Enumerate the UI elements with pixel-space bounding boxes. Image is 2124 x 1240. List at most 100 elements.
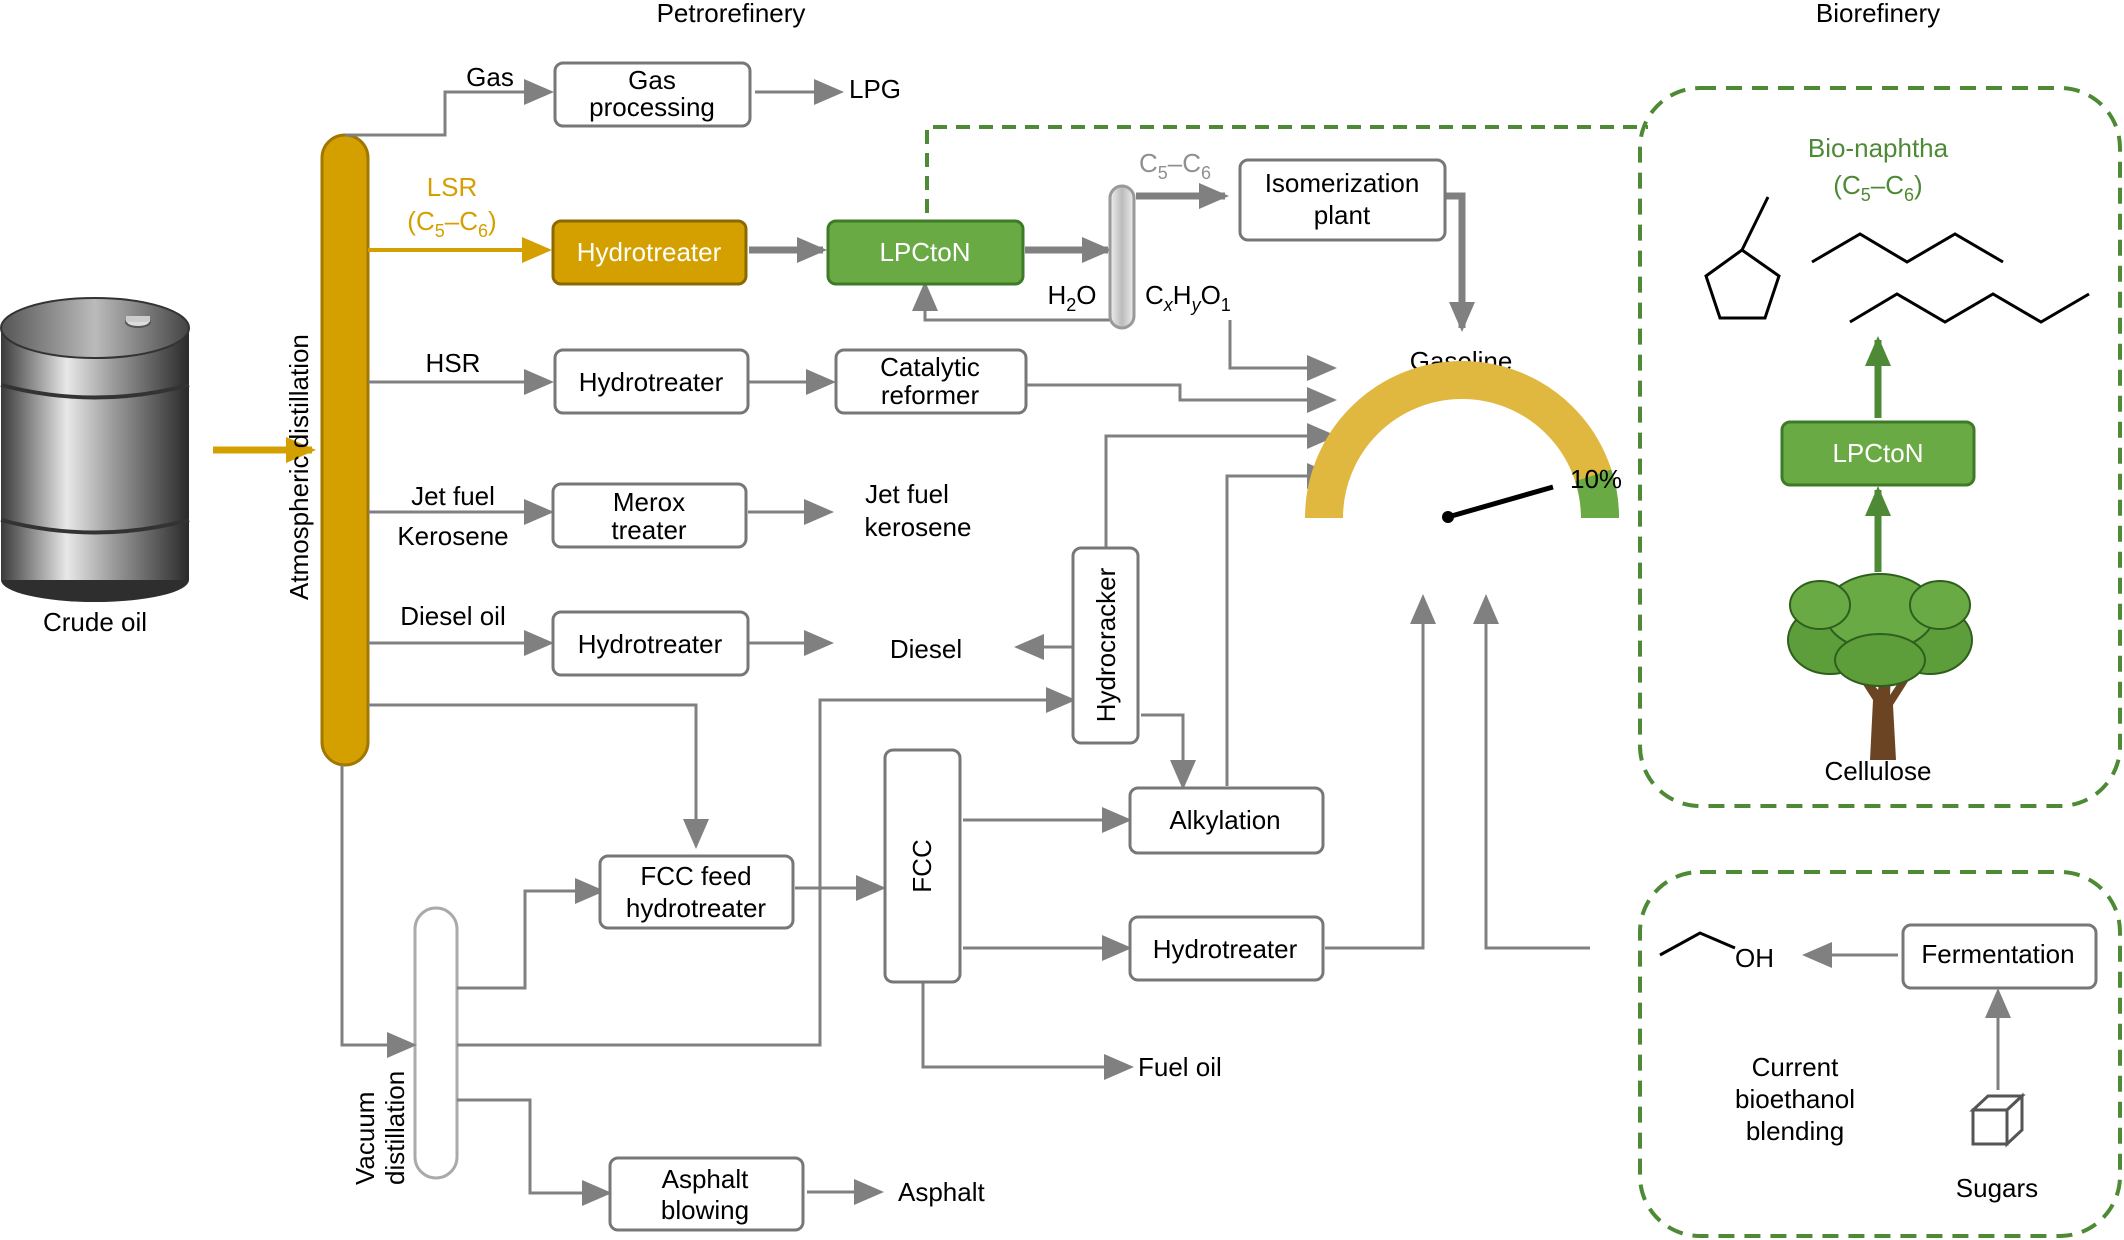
hydrocracker-unit: Hydrocracker [1071,546,1140,745]
cxhyo1-label: CxHyO1 [1145,280,1231,315]
lsr-range-label: (C5–C6) [407,206,496,241]
kerosene-product-label: kerosene [865,512,972,542]
sugar-cube-icon [1969,1092,2026,1148]
fcc-unit: FCC [883,748,962,984]
gas-processing-unit: Gas processing [553,61,752,128]
fcc-feed-hydrotreater-unit: FCC feed hydrotreater [598,854,795,930]
isomerization-label: Isomerization [1265,168,1420,198]
gas-line [345,79,554,137]
c5c6-stream-label: C5–C6 [1139,148,1211,183]
diesel-hydrotreater-unit: Hydrotreater [551,610,750,677]
alkylation-to-gasoline-line [1225,463,1337,786]
hexane-structure-icon [1849,292,2090,324]
ethanol-structure-icon [1659,931,1736,957]
biorefinery-heading: Biorefinery [1816,0,1940,28]
lpcton-biorefinery-link [925,125,1648,213]
hydrocracker-to-alkylation-line [1141,713,1196,790]
gas-processing-label-2: processing [589,92,715,122]
current-label: Current [1752,1052,1839,1082]
diesel-product-label: Diesel [890,634,962,664]
gauge-base-arc [1305,361,1619,519]
alkylation-unit: Alkylation [1128,786,1325,855]
hsr-hydrotreater-label: Hydrotreater [579,367,724,397]
methylcyclopentane-structure-icon [1704,196,1781,320]
atmospheric-distillation-column [320,133,370,767]
lpcton-label: LPCtoN [879,237,970,267]
fcc-label: FCC [907,839,937,892]
bio-naphtha-label: Bio-naphtha [1808,133,1949,163]
treater-label: treater [611,515,686,545]
bioethanol-label: bioethanol [1735,1084,1855,1114]
cxhyo1-to-gasoline-line [1228,320,1337,381]
fermentation-label: Fermentation [1921,939,2074,969]
hydrocracker-to-gasoline-line [1104,423,1337,548]
catalytic-reformer-unit: Catalytic reformer [834,348,1028,415]
jet-fuel-product-label: Jet fuel [865,479,949,509]
lsr-hydrotreater-unit: Hydrotreater [551,219,748,286]
bioethanol-panel [1638,870,2122,1238]
alkylation-label: Alkylation [1169,805,1280,835]
gauge-pivot [1442,511,1454,523]
vacuum-label: Vacuum [350,1092,380,1185]
asphalt-blowing-label: Asphalt [662,1164,749,1194]
separator-column [1108,184,1136,330]
biorefinery-panel [1638,86,2122,808]
merox-label: Merox [613,487,685,517]
hsr-hydrotreater-unit: Hydrotreater [553,348,750,415]
fuel-oil-product-label: Fuel oil [1138,1052,1222,1082]
vacuum-to-hydrocracker-line [457,687,1076,1047]
jet-fuel-stream-label: Jet fuel [411,481,495,511]
distillation-label: distillation [380,1071,410,1185]
bio-lpcton-label: LPCtoN [1832,438,1923,468]
lsr-label: LSR [427,172,478,202]
tree-icon [1787,573,1973,760]
sugars-label: Sugars [1956,1173,2038,1203]
bio-lpcton-unit: LPCtoN [1780,420,1976,487]
gasoline-blend-gauge [1305,361,1619,523]
diesel-oil-stream-label: Diesel oil [400,601,506,631]
fcc-hydrotreater-label: Hydrotreater [1153,934,1298,964]
gas-processing-label: Gas [628,65,676,95]
lsr-hydrotreater-label: Hydrotreater [577,237,722,267]
isomerization-label-2: plant [1314,200,1371,230]
column-to-vacuum-line [340,765,417,1058]
reformer-to-gasoline-line [1025,383,1337,413]
catalytic-reformer-label-2: reformer [881,380,980,410]
diesel-hydrotreater-label: Hydrotreater [578,629,723,659]
fcc-to-fuel-oil-line [921,983,1134,1080]
oh-label: OH [1735,943,1774,973]
bioethanol-to-gasoline-line [1473,594,1590,950]
vacuum-to-fcc-feed-line [457,878,605,990]
isomerization-unit: Isomerization plant [1238,158,1447,242]
fcc-hydrotreater-unit: Hydrotreater [1128,915,1325,982]
fcc-feed-hydrotreater-label: hydrotreater [626,893,767,923]
water-recycle-line [912,281,1112,322]
crude-oil-barrel-icon [0,297,190,602]
fermentation-unit: Fermentation [1901,923,2098,990]
gauge-bio-share-arc [1575,469,1619,519]
pentane-structure-icon [1811,232,2004,264]
asphalt-blowing-unit: Asphalt blowing [608,1156,805,1232]
cellulose-label: Cellulose [1825,756,1932,786]
atmospheric-distillation-label: Atmospheric distillation [284,334,314,600]
blending-label: blending [1746,1116,1844,1146]
lpg-label: LPG [849,74,901,104]
kerosene-stream-label: Kerosene [397,521,508,551]
hsr-stream-label: HSR [426,348,481,378]
gauge-percent-label: 10% [1570,464,1622,494]
residue-to-fcc-feed-line [368,703,709,849]
lpcton-unit: LPCtoN [826,219,1025,286]
isomerization-to-gasoline-line [1446,192,1475,332]
bio-naphtha-range-label: (C5–C6) [1833,170,1922,205]
fcc-hydrotreater-to-gasoline-line [1325,594,1436,950]
catalytic-reformer-label: Catalytic [880,352,980,382]
merox-treater-unit: Merox treater [551,482,748,549]
fcc-feed-label: FCC feed [640,861,751,891]
crude-oil-label: Crude oil [43,607,147,637]
gas-stream-label: Gas [466,62,514,92]
asphalt-product-label: Asphalt [898,1177,985,1207]
blowing-label: blowing [661,1195,749,1225]
vacuum-to-asphalt-line [457,1098,612,1206]
h2o-label: H2O [1047,280,1096,315]
